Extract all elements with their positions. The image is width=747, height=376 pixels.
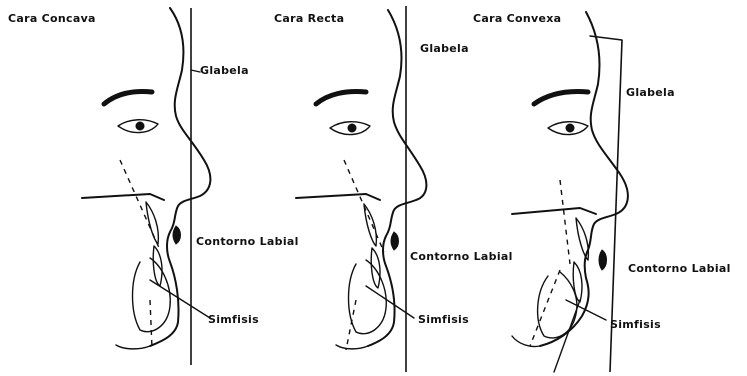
palatal-plane-convex bbox=[512, 208, 596, 214]
panel-title-concave: Cara Concava bbox=[8, 12, 96, 25]
lower-incisor-convex bbox=[573, 262, 582, 302]
label-glabela-convex: Glabela bbox=[626, 86, 675, 99]
iris-convex bbox=[566, 124, 574, 132]
eyebrow-straight bbox=[316, 92, 366, 105]
vertical-dash-concave bbox=[150, 300, 152, 348]
label-contorno-labial-convex: Contorno Labial bbox=[628, 262, 731, 275]
glabela-pointer-concave bbox=[191, 70, 200, 72]
jaw-line-convex bbox=[512, 336, 540, 347]
label-sinfisis-straight: Simfisis bbox=[418, 313, 469, 326]
symphysis-pointer-convex bbox=[566, 300, 606, 320]
panel-concave-face: Cara Concava Glabela Contorno Labial Sim… bbox=[8, 8, 299, 365]
label-glabela-concave: Glabela bbox=[200, 64, 249, 77]
iris-concave bbox=[136, 122, 144, 130]
label-glabela-straight: Glabela bbox=[420, 42, 469, 55]
face-profile-straight bbox=[368, 10, 426, 346]
jaw-line-straight bbox=[336, 345, 368, 349]
symphysis-convex bbox=[538, 272, 577, 338]
panel-straight-face: Cara Recta Glabela Contorno Labial Simfi… bbox=[274, 6, 513, 372]
chin-line-convex bbox=[554, 300, 580, 372]
label-contorno-labial-straight: Contorno Labial bbox=[410, 250, 513, 263]
face-profile-concave bbox=[150, 8, 210, 346]
panel-convex-face: Cara Convexa Glabela Contorno Labial Sim… bbox=[473, 12, 731, 372]
facial-axis-convex bbox=[560, 180, 570, 264]
label-sinfisis-concave: Simfisis bbox=[208, 313, 259, 326]
eyebrow-convex bbox=[534, 92, 588, 105]
symphysis-pointer-concave bbox=[150, 280, 210, 318]
reference-line-top-convex bbox=[590, 36, 622, 40]
label-contorno-labial-concave: Contorno Labial bbox=[196, 235, 299, 248]
iris-straight bbox=[348, 124, 356, 132]
eyebrow-concave bbox=[104, 92, 152, 105]
lip-mark-convex bbox=[599, 250, 607, 270]
lower-incisor-straight bbox=[371, 248, 380, 288]
panel-title-convex: Cara Convexa bbox=[473, 12, 561, 25]
palatal-plane-straight bbox=[296, 194, 380, 200]
lip-mark-straight bbox=[391, 232, 399, 250]
lip-mark-concave bbox=[173, 226, 181, 244]
panel-title-straight: Cara Recta bbox=[274, 12, 344, 25]
face-profile-convex bbox=[540, 12, 628, 346]
label-sinfisis-convex: Simfisis bbox=[610, 318, 661, 331]
palatal-plane-concave bbox=[82, 194, 164, 200]
jaw-line-concave bbox=[116, 345, 150, 349]
vertical-dash-straight bbox=[346, 300, 356, 350]
upper-incisor-concave bbox=[146, 202, 158, 244]
